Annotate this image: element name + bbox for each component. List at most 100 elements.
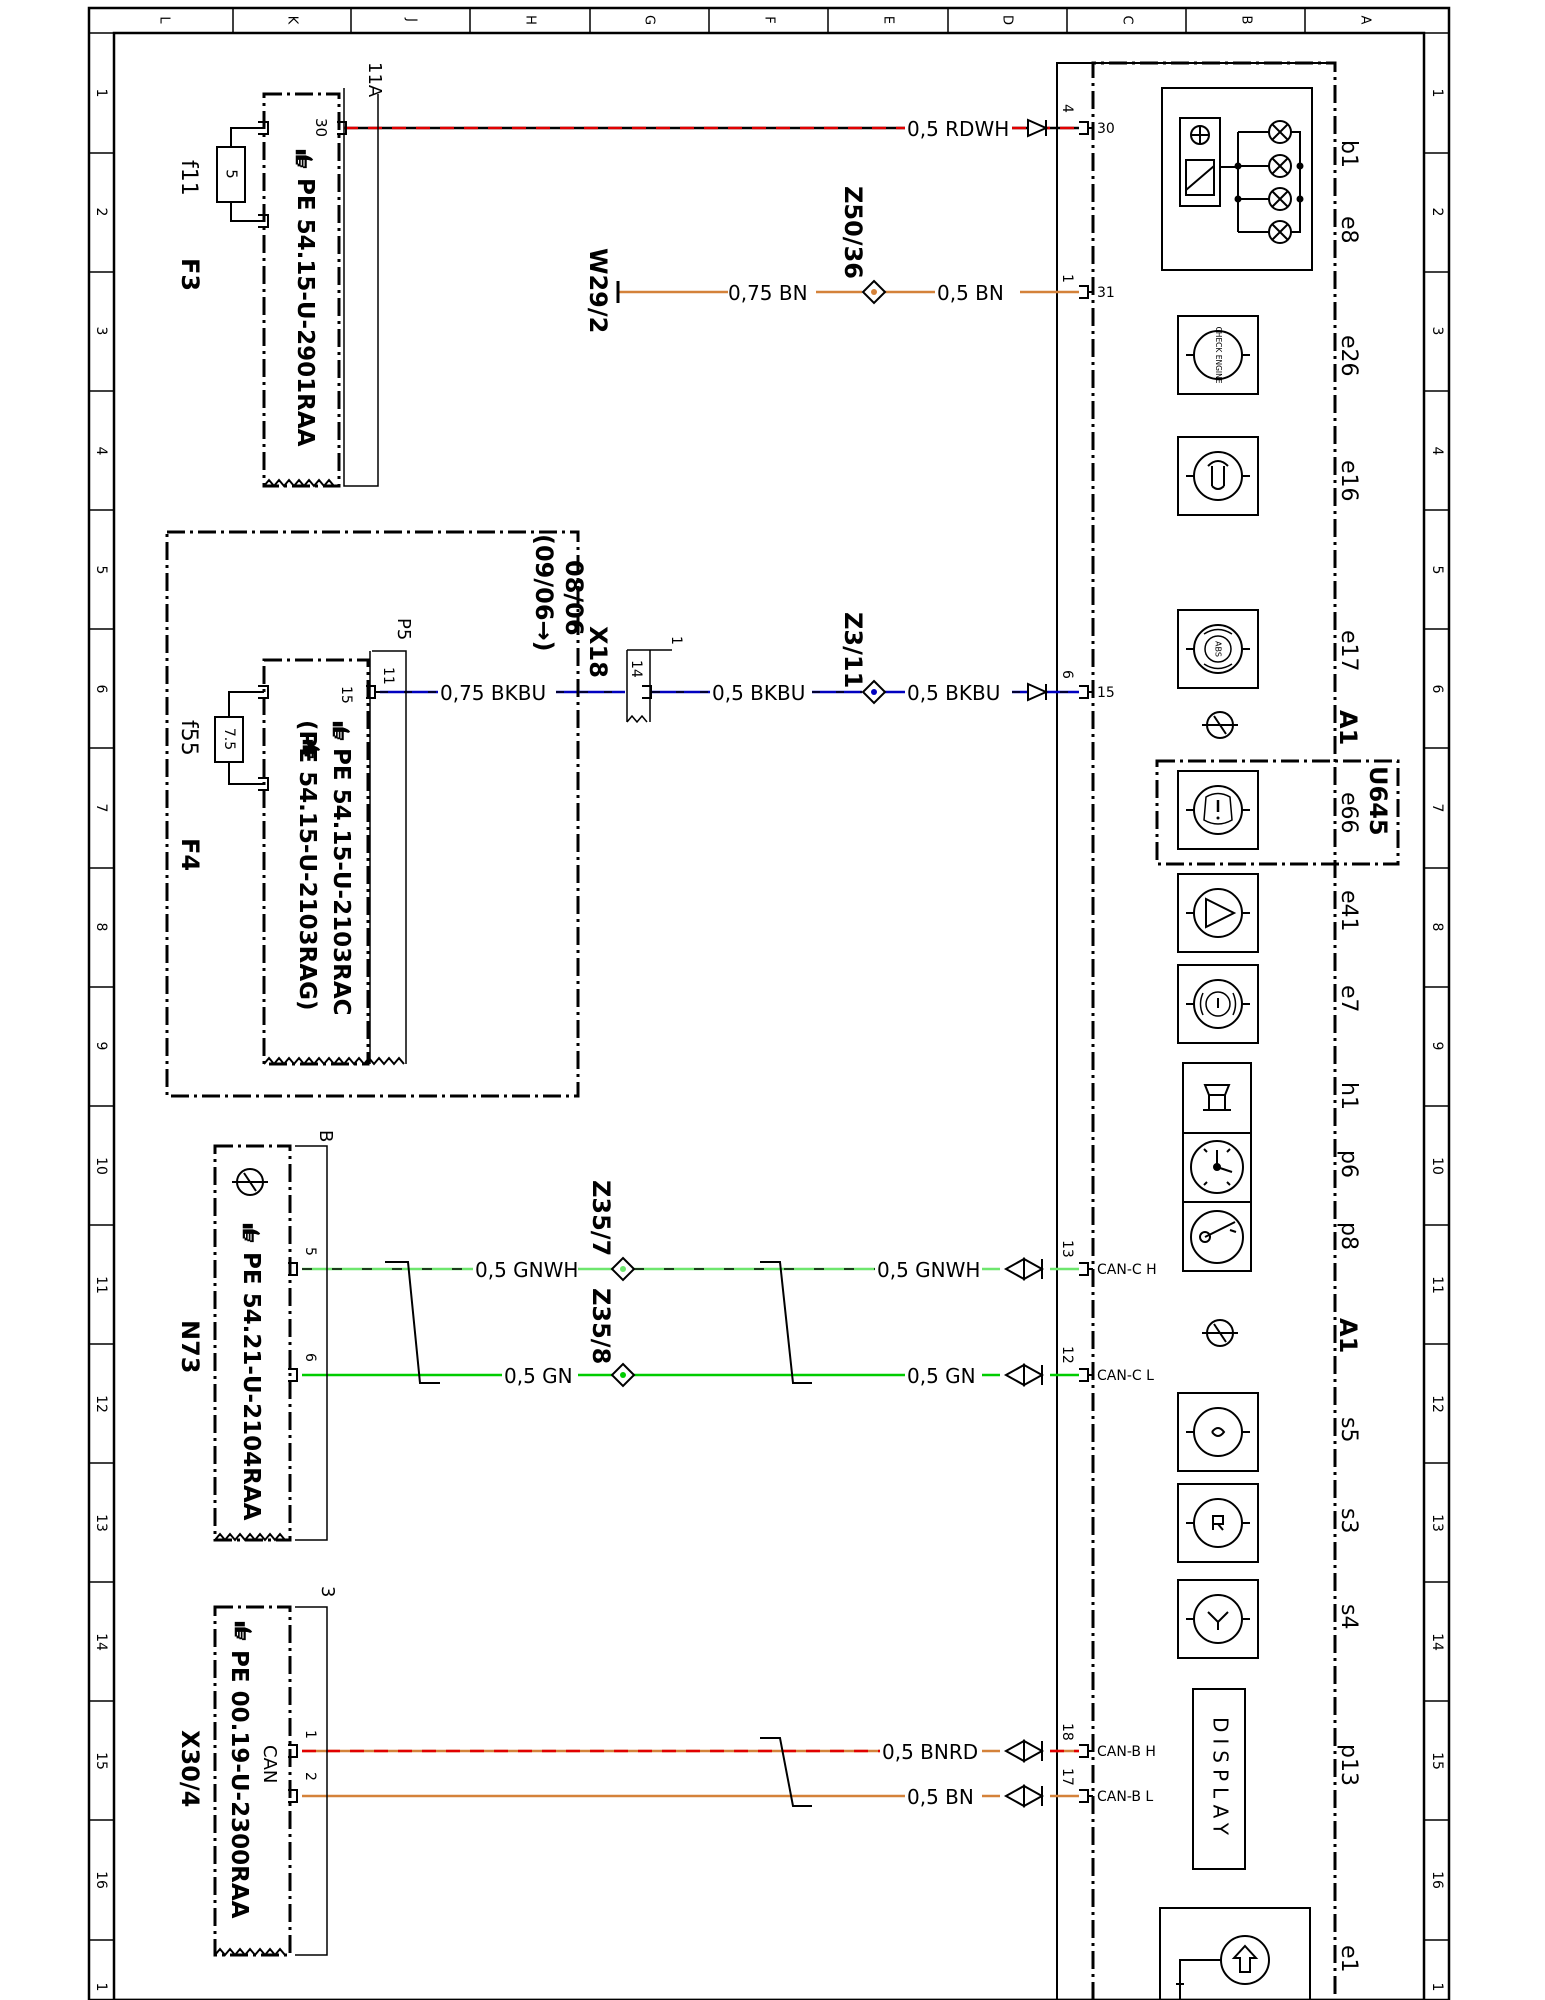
col-label: E — [881, 16, 896, 24]
comp-label-e8: e8 — [1336, 216, 1361, 244]
comp-label-s3: s3 — [1336, 1508, 1361, 1533]
row-label: 12 — [93, 1395, 109, 1413]
row-label: 13 — [1429, 1514, 1445, 1532]
pin-num: 6 — [1059, 670, 1075, 679]
row-label: 1 — [93, 89, 109, 98]
pin-name: CAN-B L — [1097, 1789, 1153, 1805]
row-label: 8 — [93, 923, 109, 932]
pin-num: 18 — [1059, 1723, 1075, 1741]
row-label: 1 — [93, 1983, 109, 1992]
col-label: H — [523, 15, 538, 25]
b1-e8-lamp-block — [1161, 87, 1313, 271]
splice-points — [610, 279, 887, 1388]
comp-label-e66: e66 — [1336, 792, 1361, 834]
row-label: 16 — [1429, 1871, 1445, 1889]
switch-icons — [1177, 1392, 1259, 1659]
buzzer-and-gauges — [1182, 1062, 1252, 1272]
module-n73: B 5 6 PE 54.21-U-2104RAA N73 — [176, 1130, 336, 1542]
comp-label-e41: e41 — [1336, 890, 1361, 932]
pin-name: 30 — [1097, 121, 1115, 137]
connector-ref: 1 — [668, 636, 684, 645]
comp-label-e16: e16 — [1336, 460, 1361, 502]
wire-label: 0,5 GN — [907, 1364, 976, 1388]
ref-text: PE 54.15-U-2901RAA — [292, 178, 318, 447]
comp-label-h1: h1 — [1336, 1082, 1361, 1110]
row-label: 3 — [93, 327, 109, 336]
module-label: F3 — [176, 258, 204, 291]
module-ref: 11A — [364, 62, 385, 98]
pin-number: 30 — [312, 118, 330, 137]
connector-x18: 14 1 X18 — [584, 626, 684, 724]
reference-hand-icon — [242, 1223, 261, 1243]
module-label: X30/4 — [176, 1730, 204, 1807]
check-engine-icon: CHECK ENGINE — [1177, 315, 1259, 395]
splice-labels: Z50/36 Z3/11 Z35/7 Z35/8 W29/2 — [584, 186, 867, 1364]
row-label: 9 — [93, 1042, 109, 1051]
col-label: B — [1239, 16, 1254, 25]
glow-plug-icon — [1177, 436, 1259, 516]
splice-z3: Z3/11 — [839, 612, 867, 688]
col-label: C — [1120, 15, 1135, 24]
comp-label-s4: s4 — [1336, 1604, 1361, 1629]
comp-label-s5: s5 — [1336, 1417, 1361, 1442]
row-label: 16 — [93, 1871, 109, 1889]
pin-number: 11 — [380, 667, 396, 685]
comp-label-e1: e1 — [1336, 1945, 1361, 1973]
cluster-labels: A1 A1 U645 — [1334, 710, 1392, 1353]
pin-can-c-l: 12 CAN-C L — [1059, 1346, 1154, 1384]
ref-text: (PE 54.15-U-2103RAG) — [294, 720, 320, 1011]
fuse-name: f55 — [176, 720, 201, 756]
abs-text: ABS — [1214, 641, 1223, 657]
wire-label: 0,75 BKBU — [440, 681, 546, 705]
wire-label: 0,5 GNWH — [877, 1258, 980, 1282]
display-text: DISPLAY — [1209, 1717, 1233, 1841]
pin-30: 4 30 — [1059, 104, 1115, 137]
row-label: 7 — [1429, 804, 1445, 813]
comp-label-e7: e7 — [1336, 985, 1361, 1013]
row-label: 7 — [93, 804, 109, 813]
row-label: 10 — [93, 1157, 109, 1175]
label-u645: U645 — [1364, 766, 1392, 836]
pin-number: 15 — [338, 686, 354, 704]
row-label: 5 — [93, 566, 109, 575]
row-label: 15 — [93, 1752, 109, 1770]
check-engine-text: CHECK ENGINE — [1214, 327, 1223, 384]
row-label: 2 — [1429, 208, 1445, 217]
can-label: CAN — [259, 1745, 280, 1783]
fuse-module-f4: 7.5 f55 P5 15 11 PE 54.15-U-2103RAC (PE … — [165, 530, 588, 1098]
col-label: K — [285, 16, 300, 25]
row-label: 9 — [1429, 1042, 1445, 1051]
row-label: 8 — [1429, 923, 1445, 932]
ref-text: PE 54.21-U-2104RAA — [238, 1252, 264, 1521]
wire-label: 0,5 BN — [937, 281, 1004, 305]
turn-signal-icon — [1159, 1907, 1311, 2000]
row-label: 6 — [1429, 685, 1445, 694]
module-ref: 3 — [317, 1586, 338, 1597]
pin-can-b-h: 18 CAN-B H — [1059, 1723, 1156, 1760]
wire-label: 0,5 BNRD — [882, 1740, 978, 1764]
wires — [302, 126, 1079, 1807]
pin-num: 1 — [1059, 274, 1075, 283]
pin-name: CAN-C L — [1097, 1368, 1154, 1384]
col-label: L — [157, 16, 172, 24]
row-label: 11 — [1429, 1276, 1445, 1294]
ref-text: PE 54.15-U-2103RAC — [328, 748, 354, 1016]
col-label: D — [1000, 15, 1015, 25]
row-label: 11 — [93, 1276, 109, 1294]
row-label: 3 — [1429, 327, 1445, 336]
validity-note: (09/06→) — [530, 534, 558, 652]
module-label: N73 — [176, 1320, 204, 1373]
tire-pressure-icon — [1155, 759, 1400, 866]
brake-warning-icon — [1177, 964, 1259, 1044]
wire-label: 0,5 GN — [504, 1364, 573, 1388]
pin-number: 2 — [302, 1772, 318, 1781]
comp-label-p13: p13 — [1336, 1744, 1361, 1786]
pin-can-c-h: 13 CAN-C H — [1059, 1240, 1157, 1278]
display-module: DISPLAY — [1192, 1688, 1246, 1870]
control-unit-symbol — [1202, 711, 1238, 1347]
pin-num: 12 — [1059, 1346, 1075, 1364]
col-label: J — [404, 17, 419, 22]
drawing-frame — [87, 6, 1451, 2000]
abs-warning-icon: ABS — [1177, 609, 1259, 689]
row-label: 14 — [93, 1633, 109, 1651]
